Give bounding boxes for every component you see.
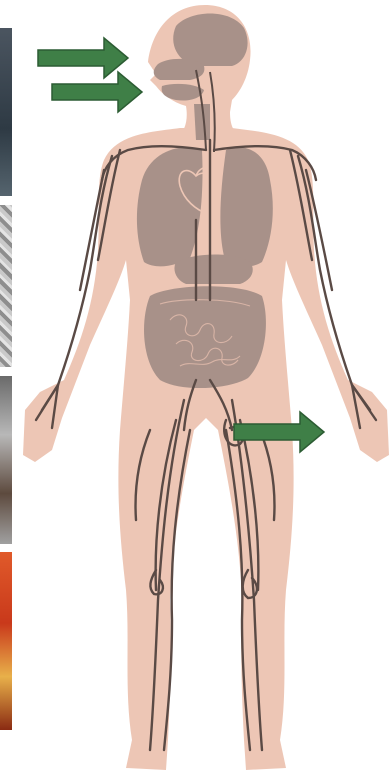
intestines bbox=[144, 286, 266, 388]
arrow-mouth-icon bbox=[52, 72, 142, 112]
stomach bbox=[174, 255, 252, 285]
arrow-nose-icon bbox=[38, 38, 128, 78]
